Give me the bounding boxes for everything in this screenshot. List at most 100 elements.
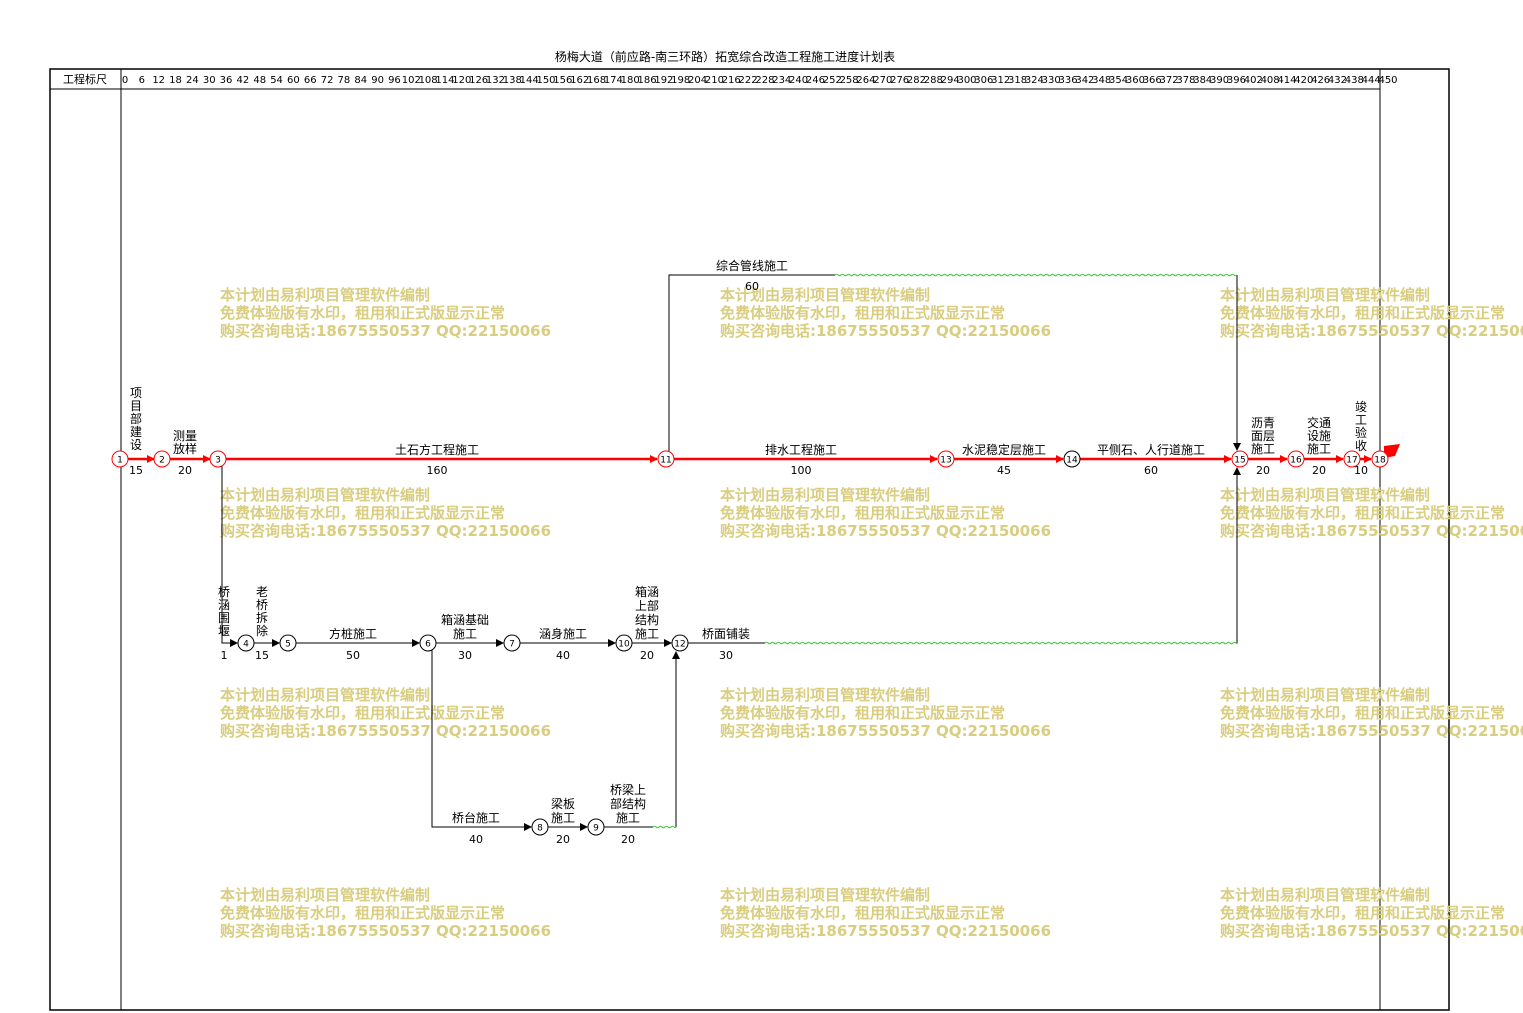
watermark-text: 本计划由易利项目管理软件编制 xyxy=(220,286,430,304)
activity-a9: 竣工验收 10 xyxy=(1354,399,1368,477)
scale-tick: 426 xyxy=(1311,75,1330,86)
scale-tick: 330 xyxy=(1042,75,1061,86)
float-line-middle xyxy=(764,641,1238,645)
node-circle xyxy=(209,450,227,468)
node-6: 6 xyxy=(419,634,437,652)
node-number: 12 xyxy=(674,640,685,650)
node-number: 17 xyxy=(1346,456,1357,466)
node-14: 14 xyxy=(1063,450,1081,468)
scale-tick: 222 xyxy=(739,75,758,86)
activity-name: 箱涵基础施工 xyxy=(441,612,489,641)
activity-a18: 桥台施工 40 xyxy=(452,810,500,846)
watermark-text: 免费体验版有水印，租用和正式版显示正常 xyxy=(720,904,1005,922)
activity-duration: 40 xyxy=(469,833,483,846)
scale-tick: 438 xyxy=(1345,75,1364,86)
activity-labels: 项目部建设 15 测量放样 20 土石方工程施工 160 排水工程施工 100 … xyxy=(129,258,1368,846)
node-number: 13 xyxy=(940,456,951,466)
activity-name: 沥青面层施工 xyxy=(1251,416,1275,456)
scale-tick: 66 xyxy=(304,75,317,86)
scale-tick: 252 xyxy=(823,75,842,86)
scale-tick: 354 xyxy=(1109,75,1128,86)
watermark-text: 免费体验版有水印，租用和正式版显示正常 xyxy=(220,304,505,322)
activity-a12: 老桥拆除 15 xyxy=(255,585,269,662)
node-15: 15 xyxy=(1231,450,1249,468)
watermark-text: 购买咨询电话:18675550537 QQ:22150066 xyxy=(220,922,551,940)
watermark-text: 免费体验版有水印，租用和正式版显示正常 xyxy=(1220,504,1505,522)
node-number: 1 xyxy=(117,456,123,466)
node-number: 10 xyxy=(618,640,630,650)
scale-tick: 12 xyxy=(152,75,165,86)
activity-a13: 方桩施工 50 xyxy=(329,626,377,662)
node-number: 16 xyxy=(1290,456,1302,466)
activity-a2: 测量放样 20 xyxy=(173,429,197,477)
watermark-text: 购买咨询电话:18675550537 QQ:22150066 xyxy=(720,922,1051,940)
activity-name: 平侧石、人行道施工 xyxy=(1097,443,1205,457)
scale-tick: 282 xyxy=(907,75,926,86)
activity-name: 测量放样 xyxy=(173,429,197,456)
scale-tick: 246 xyxy=(806,75,825,86)
node-1: 1 xyxy=(111,450,129,468)
normal-arrows xyxy=(221,274,1241,831)
scale-tick: 54 xyxy=(270,75,283,86)
scale-tick: 174 xyxy=(604,75,623,86)
scale-tick: 186 xyxy=(637,75,656,86)
scale-tick: 300 xyxy=(957,75,976,86)
finish-flag xyxy=(1384,444,1400,458)
watermark-text: 免费体验版有水印，租用和正式版显示正常 xyxy=(1220,704,1505,722)
scale-tick: 240 xyxy=(789,75,808,86)
scale-tick: 108 xyxy=(419,75,438,86)
activity-name: 排水工程施工 xyxy=(765,442,837,457)
scale-tick: 414 xyxy=(1277,75,1296,86)
outer-frame xyxy=(49,68,1450,1011)
node-circle xyxy=(279,634,297,652)
activity-name: 竣工验收 xyxy=(1355,399,1367,453)
float-line-bottom xyxy=(652,825,677,829)
node-circle xyxy=(587,818,605,836)
node-number: 8 xyxy=(537,824,543,834)
scale-tick: 24 xyxy=(186,75,199,86)
node-number: 6 xyxy=(425,640,431,650)
scale-tick: 144 xyxy=(520,75,539,86)
activity-name: 桥面铺装 xyxy=(702,627,750,641)
scale-tick: 120 xyxy=(452,75,471,86)
node-circle xyxy=(1287,450,1305,468)
watermark-text: 本计划由易利项目管理软件编制 xyxy=(1220,286,1430,304)
node-11: 11 xyxy=(657,450,675,468)
watermark-text: 购买咨询电话:18675550537 QQ:22150066 xyxy=(1220,722,1523,740)
scale-tick: 312 xyxy=(991,75,1010,86)
activity-name: 桥台施工 xyxy=(452,810,500,825)
activity-duration: 160 xyxy=(427,464,448,477)
node-17: 17 xyxy=(1343,450,1361,468)
activity-duration: 20 xyxy=(1312,464,1326,477)
node-12: 12 xyxy=(671,634,689,652)
scale-tick: 228 xyxy=(755,75,774,86)
scale-tick: 198 xyxy=(671,75,690,86)
node-7: 7 xyxy=(503,634,521,652)
scale-tick: 96 xyxy=(388,75,401,86)
watermark-text: 免费体验版有水印，租用和正式版显示正常 xyxy=(1220,904,1505,922)
node-3: 3 xyxy=(209,450,227,468)
node-number: 2 xyxy=(159,456,165,466)
watermark-text: 本计划由易利项目管理软件编制 xyxy=(1220,686,1430,704)
activity-duration: 20 xyxy=(640,649,654,662)
activity-a17: 桥面铺装 30 xyxy=(702,627,750,662)
activity-a15: 涵身施工 40 xyxy=(539,626,587,662)
scale-tick: 396 xyxy=(1227,75,1246,86)
activity-duration: 60 xyxy=(1144,464,1158,477)
activity-name: 桥梁上部结构施工 xyxy=(610,782,646,825)
watermark-text: 本计划由易利项目管理软件编制 xyxy=(220,486,430,504)
scale-tick: 48 xyxy=(253,75,266,86)
activity-name: 水泥稳定层施工 xyxy=(962,442,1046,457)
node-circle xyxy=(419,634,437,652)
node-circle xyxy=(503,634,521,652)
arrow-6-8 xyxy=(431,650,532,831)
activity-name: 方桩施工 xyxy=(329,626,377,641)
node-circle xyxy=(237,634,255,652)
node-circle xyxy=(657,450,675,468)
node-circle xyxy=(1231,450,1249,468)
scale-tick: 156 xyxy=(553,75,572,86)
node-number: 15 xyxy=(1234,456,1245,466)
activity-a14: 箱涵基础施工 30 xyxy=(441,612,489,662)
scale-tick: 204 xyxy=(688,75,707,86)
scale-tick: 36 xyxy=(220,75,233,86)
